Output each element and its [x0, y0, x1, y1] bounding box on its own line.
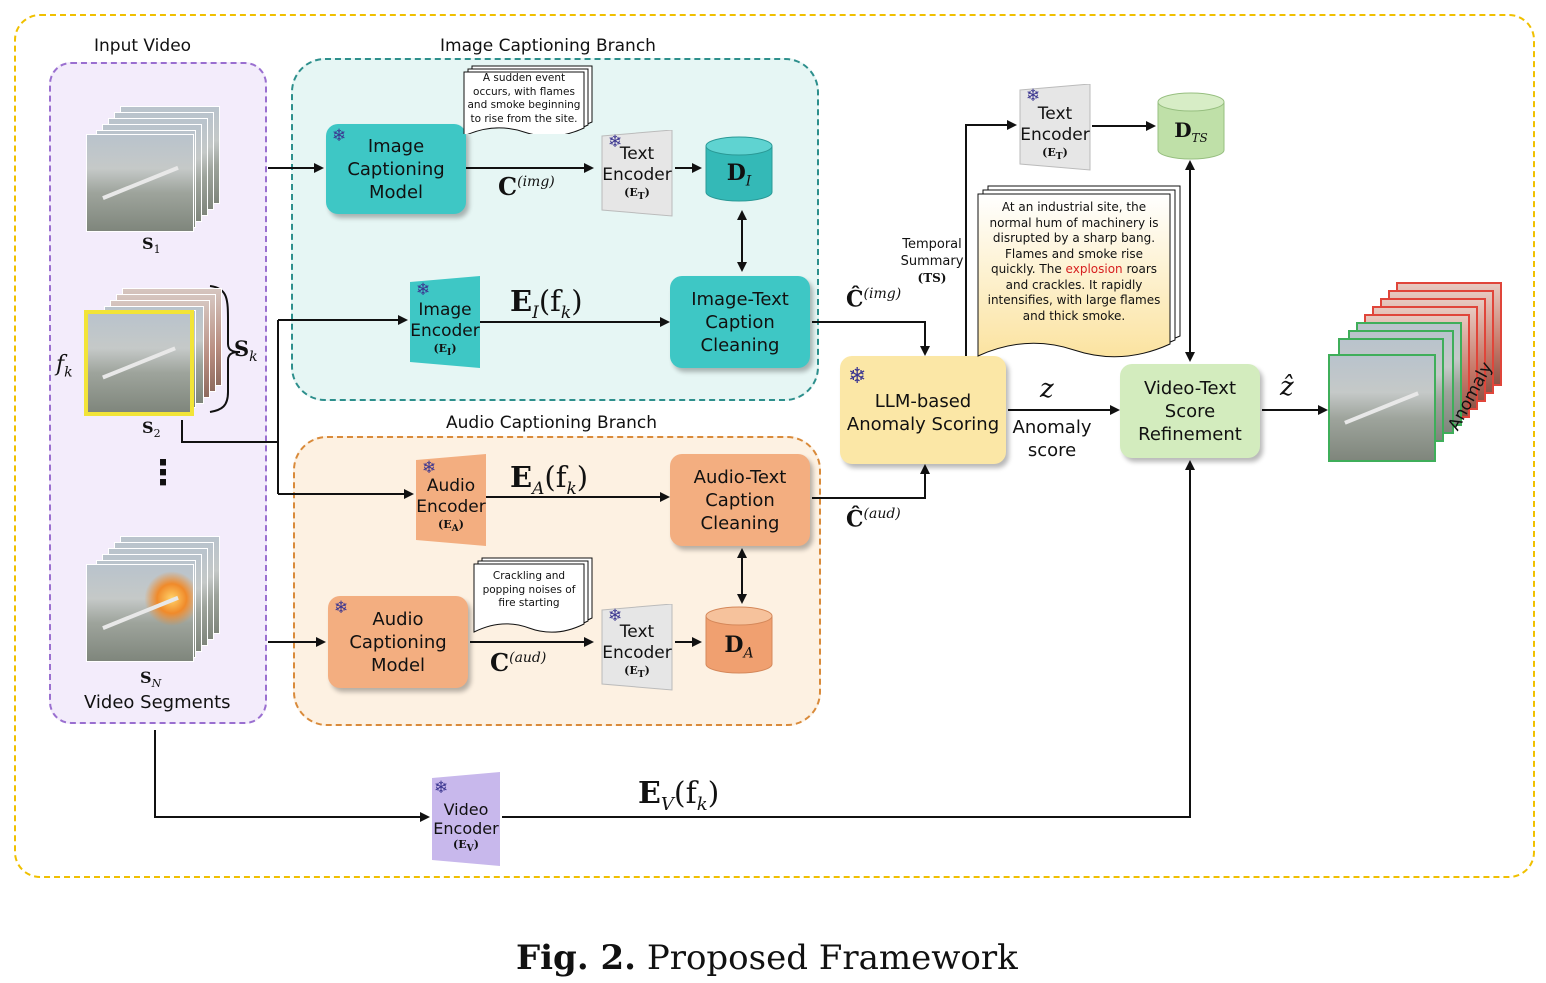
frozen-snowflake-icon: ❄ — [608, 132, 623, 152]
segment-frames-sn — [86, 534, 226, 664]
database-di: DI — [704, 136, 774, 204]
z-label: z — [1040, 374, 1054, 404]
image-branch-label: Image Captioning Branch — [440, 36, 656, 56]
caption-c-img-label: C(img) — [498, 172, 555, 201]
frozen-snowflake-icon: ❄ — [608, 606, 623, 626]
video-segments-label: Video Segments — [84, 692, 231, 713]
figure-number: Fig. 2. — [516, 938, 636, 978]
more-segments-dots: ⋮ — [146, 453, 180, 493]
audio-branch-label: Audio Captioning Branch — [446, 413, 658, 433]
temporal-summary-note: At an industrial site, the normal hum of… — [976, 184, 1182, 360]
z-hat-label: ẑ — [1280, 372, 1294, 402]
segment-s1-label: S1 — [142, 234, 161, 257]
ea-fk-label: EA(fk) — [510, 460, 589, 499]
frozen-snowflake-icon: ❄ — [332, 126, 347, 146]
anomaly-output-frames — [1328, 282, 1520, 466]
database-da: DA — [704, 606, 774, 676]
frozen-snowflake-icon: ❄ — [1026, 86, 1041, 106]
segment-sn-label: SN — [140, 668, 162, 691]
frame-fk-label: fk — [56, 352, 73, 381]
frozen-snowflake-icon: ❄ — [848, 364, 867, 389]
frozen-snowflake-icon: ❄ — [334, 598, 349, 618]
segment-s2-label: S2 — [142, 418, 161, 441]
chat-img-label: Ĉ(img) — [846, 286, 902, 313]
framework-border — [14, 14, 1535, 878]
input-video-label: Input Video — [94, 36, 192, 56]
ei-fk-label: EI(fk) — [510, 284, 583, 323]
frozen-snowflake-icon: ❄ — [434, 778, 449, 798]
caption-c-aud-label: C(aud) — [490, 648, 547, 677]
segment-sk-label: Sk — [234, 336, 258, 366]
figure-title: Proposed Framework — [646, 938, 1018, 978]
chat-aud-label: Ĉ(aud) — [846, 506, 901, 533]
frozen-snowflake-icon: ❄ — [422, 458, 437, 478]
database-dts: DTS — [1156, 92, 1226, 162]
ev-fk-label: EV(fk) — [638, 776, 720, 815]
figure-caption: Fig. 2. Proposed Framework — [516, 938, 1018, 978]
segment-frames-s2 — [84, 286, 224, 420]
frozen-snowflake-icon: ❄ — [416, 280, 431, 300]
segment-frames-s1 — [86, 104, 226, 234]
